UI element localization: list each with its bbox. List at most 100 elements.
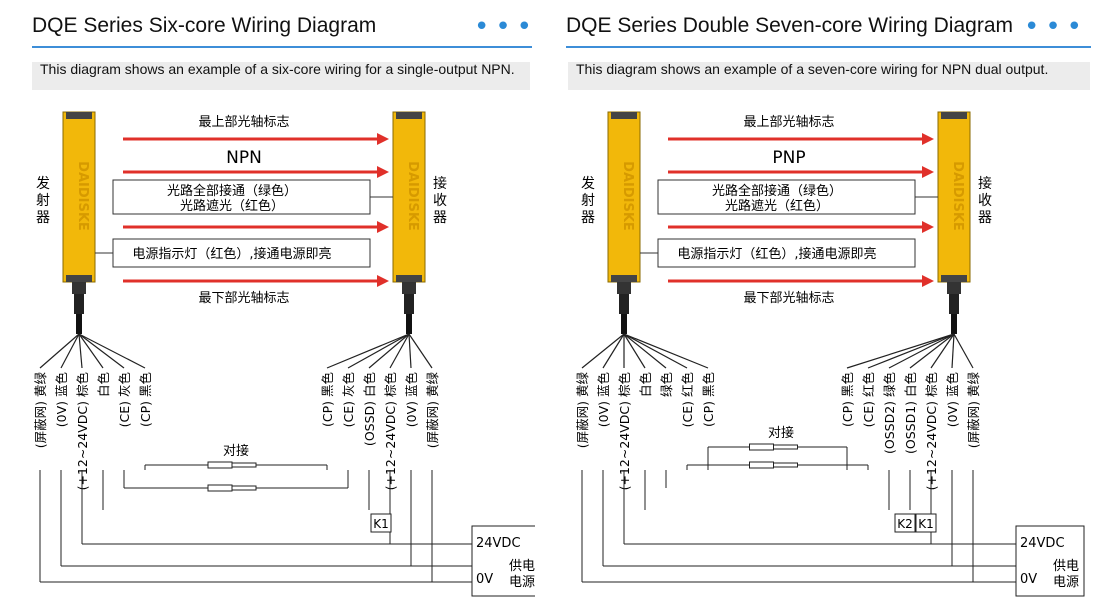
relay-box [894,513,916,533]
emitter-wire [623,333,688,369]
link-plug-right [773,462,798,468]
receiver-wire-label: (CP) 黑色 [840,372,855,427]
emitter-wire [78,333,146,369]
receiver-sensor-cap-top [941,112,967,119]
emitter-wire-label: (CP) 黑色 [701,372,716,427]
receiver-connector-plug [949,294,959,314]
receiver-label-char: 器 [433,210,447,226]
receiver-wire [846,333,955,369]
emitter-cable [621,314,627,334]
title-underline [566,46,1091,48]
arrow-2-head [922,166,934,178]
emitter-wire [78,333,125,369]
emitter-brand-label: DAIDISKE [620,161,635,231]
emitter-wire [602,333,625,369]
relay-box [370,513,392,533]
emitter-wire-label: (屏蔽网) 黄绿 [33,372,48,449]
receiver-connector-nut [402,282,416,294]
receiver-sensor-body [937,111,971,283]
receiver-brand-label: DAIDISKE [405,161,420,231]
receiver-wire-label: (CP) 黑色 [320,372,335,427]
receiver-sensor-cap-bottom [941,275,967,282]
emitter-wire [78,333,83,369]
receiver-wire [888,333,955,369]
power-supply-24v: 24VDC [1020,536,1065,551]
emitter-wire [78,333,104,369]
receiver-wire-label: (屏蔽网) 黄绿 [425,372,440,449]
link-plug-right [231,485,257,491]
receiver-wire [347,333,410,369]
arrow-top-head [922,133,934,145]
power-indicator-box [112,238,371,268]
bottom-beam-label: 最下部光轴标志 [743,291,834,306]
emitter-wire-label: (0V) 蓝色 [596,372,611,428]
six-core-diagram-panel: DQE Series Six-core Wiring Diagram ••• T… [0,0,535,606]
emitter-sensor-cap-top [66,112,92,119]
emitter-wire-label: (CE) 灰色 [117,372,132,428]
emitter-wire-label: (+12~24VDC) 棕色 [617,372,632,491]
emitter-wire-label: (+12~24VDC) 棕色 [75,372,90,491]
receiver-wire [951,333,955,369]
emitter-connector-plug [619,294,629,314]
receiver-wire [408,333,433,369]
emitter-label-char: 射 [581,193,595,209]
emitter-label-char: 发 [581,176,595,192]
emitter-wire-label: (CP) 黑色 [138,372,153,427]
link-plug-left [207,484,233,492]
receiver-wire-label: (0V) 蓝色 [404,372,419,428]
emitter-wire-label: (0V) 蓝色 [54,372,69,428]
connect-label: 对接 [223,443,249,459]
arrow-3-head [922,221,934,233]
receiver-cable [406,314,412,334]
receiver-wire-label: (CE) 红色 [861,372,876,428]
power-supply-box [1015,525,1085,597]
emitter-wire [60,333,80,369]
title-underline [32,46,532,48]
receiver-label-char: 接 [433,175,447,192]
link-plug-right [773,444,798,450]
power-supply-caption-1: 供电 [1053,559,1079,574]
output-mode-label: PNP [772,148,805,168]
power-indicator-label: 电源指示灯（红色）,接通电源即亮 [132,246,331,262]
arrow-bottom-head [922,275,934,287]
receiver-wire-label: (CE) 灰色 [341,372,356,428]
panel-description: This diagram shows an example of a six-c… [32,62,530,90]
panel-title: DQE Series Six-core Wiring Diagram [32,14,377,37]
receiver-sensor-body [392,111,426,283]
emitter-cable [76,314,82,334]
top-beam-label: 最上部光轴标志 [743,115,834,130]
power-supply-0v: 0V [476,572,493,587]
emitter-label-char: 发 [36,176,50,192]
emitter-wire-label: (CE) 红色 [680,372,695,428]
arrow-3-head [377,221,389,233]
connect-label: 对接 [768,425,794,441]
arrow-2-head [377,166,389,178]
receiver-wire [909,333,955,369]
receiver-wire-label: (屏蔽网) 黄绿 [966,372,981,449]
emitter-connector-nut [617,282,631,294]
status-box-line2: 光路遮光（红色） [725,198,829,214]
emitter-sensor-cap-bottom [66,275,92,282]
receiver-wire-label: (0V) 蓝色 [945,372,960,428]
power-supply-box [471,525,535,597]
emitter-wire [581,333,625,369]
bottom-beam-label: 最下部光轴标志 [198,291,289,306]
emitter-wire-label: 白色 [96,372,111,398]
link-plug-right [231,462,257,468]
receiver-sensor-cap-bottom [396,275,422,282]
seven-core-diagram-panel: DQE Series Double Seven-core Wiring Diag… [560,0,1095,606]
emitter-wire-label: 绿色 [659,372,674,398]
panel-description: This diagram shows an example of a seven… [568,62,1090,90]
receiver-wire-label: (OSSD2) 绿色 [882,372,897,455]
emitter-sensor-cap-bottom [611,275,637,282]
top-beam-label: 最上部光轴标志 [198,115,289,130]
emitter-wire [623,333,709,369]
arrow-bottom-head [377,275,389,287]
emitter-wire [623,333,646,369]
output-mode-label: NPN [226,148,262,168]
receiver-wire-label: (OSSD1) 白色 [903,372,918,455]
receiver-brand-label: DAIDISKE [950,161,965,231]
receiver-wire [368,333,410,369]
emitter-connector-plug [74,294,84,314]
